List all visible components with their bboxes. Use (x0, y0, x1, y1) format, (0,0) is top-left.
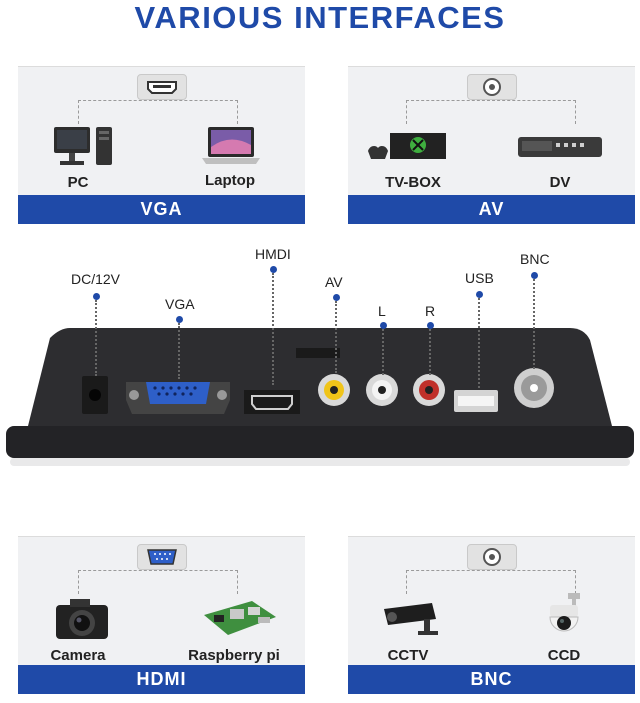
bnc-band: BNC (348, 665, 635, 694)
vga-band: VGA (18, 195, 305, 224)
port-label-bnc: BNC (520, 251, 550, 267)
tv-box-label: TV-BOX (385, 174, 441, 191)
ccd-label: CCD (547, 647, 581, 664)
port-label-vga: VGA (165, 296, 195, 312)
page-title: VARIOUS INTERFACES (134, 0, 506, 35)
pc-label: PC (67, 174, 89, 191)
av-card: TV-BOX DV AV (348, 66, 635, 224)
port-label-dc: DC/12V (71, 271, 121, 287)
cctv-icon (380, 595, 446, 648)
cctv-label: CCTV (387, 647, 429, 664)
tv-box-icon (366, 125, 452, 176)
dv-label: DV (549, 174, 571, 191)
port-label-l: L (378, 303, 386, 319)
port-label-av: AV (325, 274, 343, 290)
hdmi-port-icon (136, 74, 187, 100)
bnc-card: CCTV CCD BNC (348, 536, 635, 694)
vga-card: PC Laptop VGA (18, 66, 305, 224)
hdmi-band: HDMI (18, 665, 305, 694)
monitor-panel (0, 230, 640, 520)
camera-label: Camera (50, 647, 106, 664)
pc-icon (52, 125, 122, 176)
dv-icon (516, 133, 604, 168)
ccd-icon (544, 591, 584, 648)
hdmi-card: Camera Raspberry pi HDMI (18, 536, 305, 694)
port-label-r: R (425, 303, 436, 319)
bnc-port-icon (466, 74, 517, 100)
camera-icon (54, 595, 110, 648)
raspberry-pi-label: Raspberry pi (188, 647, 280, 664)
laptop-label: Laptop (205, 172, 255, 189)
vga-port-icon (136, 544, 187, 570)
port-label-hdmi: HMDI (255, 246, 291, 262)
laptop-icon (200, 125, 262, 174)
port-label-usb: USB (465, 270, 494, 286)
raspberry-pi-icon (202, 597, 278, 646)
bnc-port-icon (466, 544, 517, 570)
av-band: AV (348, 195, 635, 224)
